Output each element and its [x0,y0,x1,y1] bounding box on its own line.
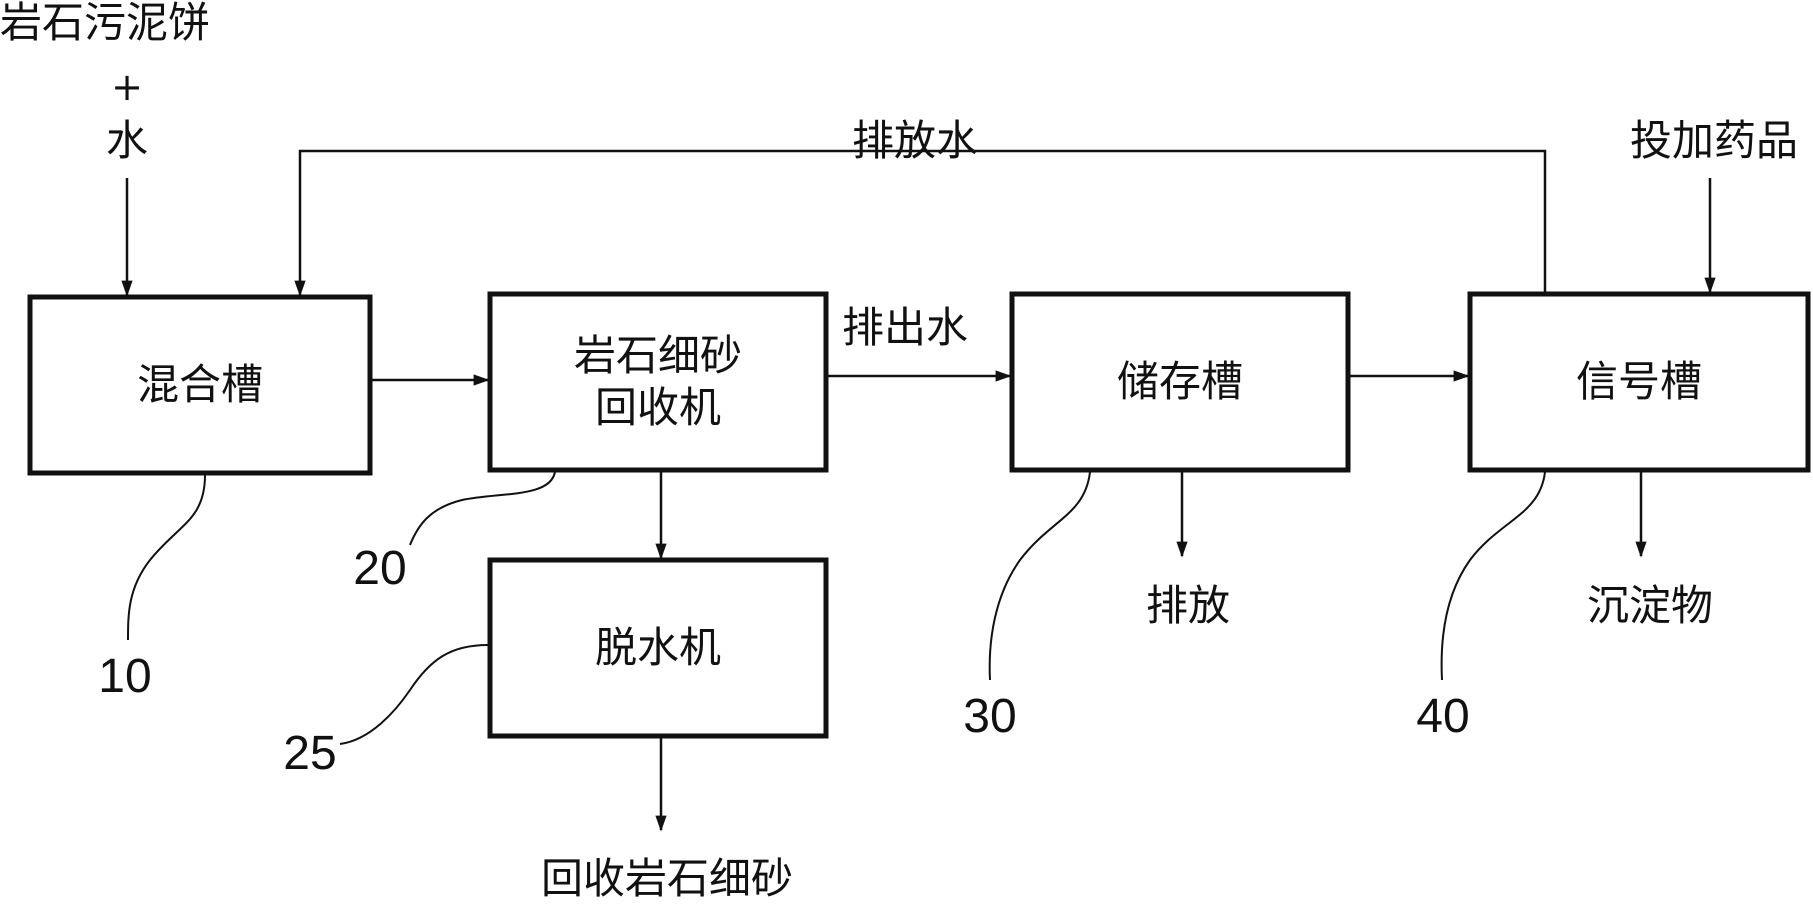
ref-40: 40 [1416,690,1470,743]
add-chemicals-label: 投加药品 [1630,116,1799,165]
storage-tank-text: 储存槽 [1116,356,1243,406]
signal-tank-label: 信号槽 [1470,294,1808,470]
recovered-fine-sand-label: 回收岩石细砂 [540,854,794,903]
leader-line-20 [409,471,556,546]
storage-tank-box [1009,291,1351,473]
discharge-water-label: 排放水 [851,116,979,165]
water-label: 水 [105,116,149,165]
leader-line-40 [1440,471,1546,681]
mixing-tank-label: 混合槽 [30,297,370,473]
storage-tank-label: 储存槽 [1012,294,1348,470]
sand-recovery-box [487,291,829,473]
sediment-label: 沉淀物 [1586,581,1714,630]
ref-25: 25 [283,727,337,780]
discharge-water-loop [294,149,1547,297]
dewatering-text: 脱水机 [594,622,721,672]
leader-line-10 [127,474,206,641]
ref-30: 30 [963,690,1017,743]
plus-label: + [111,65,143,109]
dewatering-box [487,557,829,739]
signal-tank-text: 信号槽 [1575,356,1702,406]
sand-recovery-label: 岩石细砂 回收机 [490,294,826,470]
dewatering-label: 脱水机 [490,560,826,736]
ref-10: 10 [98,650,152,703]
leader-line-25 [339,644,489,745]
effluent-water-label: 排出水 [842,303,969,352]
sand-recovery-text-line2: 回收机 [594,383,721,432]
ref-20: 20 [353,542,407,595]
mixing-tank-text: 混合槽 [136,359,263,409]
discharge-label: 排放 [1145,581,1231,630]
rock-sludge-cake-label: 岩石污泥饼 [0,0,211,47]
mixing-tank-box [27,294,373,476]
signal-tank-box [1467,291,1811,473]
leader-line-30 [988,471,1091,681]
sand-recovery-text-line1: 岩石细砂 [573,330,742,380]
